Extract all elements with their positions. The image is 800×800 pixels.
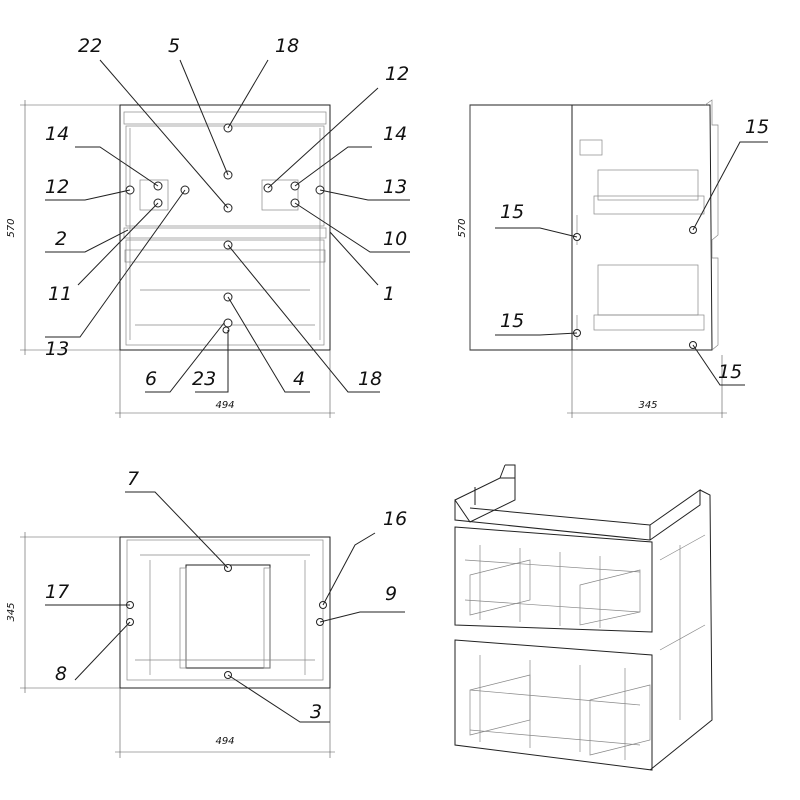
top-view: 345 494 7 16 17 9 8 3 [6,468,407,758]
callout-15-a: 15 [500,201,524,223]
front-dim-height: 570 [6,218,17,237]
callout-2: 2 [55,228,67,250]
callout-12-right: 12 [385,63,409,85]
callout-6: 6 [145,368,157,390]
callout-15-d: 15 [718,361,742,383]
callout-1: 1 [383,283,395,305]
callout-3: 3 [310,701,322,723]
callout-12-left: 12 [45,176,69,198]
callout-23: 23 [192,368,216,390]
callout-18-top: 18 [275,35,299,57]
bottom-drawer-front [454,639,653,771]
side-dim-depth: 345 [638,400,657,411]
front-dim-width: 494 [215,400,234,411]
callout-7: 7 [127,468,139,490]
front-outline [119,104,331,351]
front-view: 570 494 22 5 18 12 [6,35,410,418]
callout-9: 9 [385,583,397,605]
side-dim-height: 570 [457,218,468,237]
callout-10: 10 [383,228,407,250]
callout-14-left: 14 [45,123,69,145]
callout-17: 17 [45,581,69,603]
callout-18-bottom: 18 [358,368,382,390]
callout-8: 8 [55,663,67,685]
callout-15-b: 15 [500,310,524,332]
callout-14-right: 14 [383,123,407,145]
callout-13-right: 13 [383,176,407,198]
callout-13-bottom: 13 [45,338,69,360]
callout-4: 4 [293,368,305,390]
callout-11: 11 [48,283,72,305]
front-points [125,123,325,334]
top-dim-depth: 345 [6,602,17,621]
callout-5: 5 [168,35,180,57]
top-dim-width: 494 [215,736,234,747]
top-drawer-front [454,526,653,633]
side-view: 570 345 15 15 15 15 [457,99,769,418]
callout-22: 22 [78,35,102,57]
isometric-view [454,464,713,771]
callout-16: 16 [383,508,407,530]
callout-15-c: 15 [745,116,769,138]
